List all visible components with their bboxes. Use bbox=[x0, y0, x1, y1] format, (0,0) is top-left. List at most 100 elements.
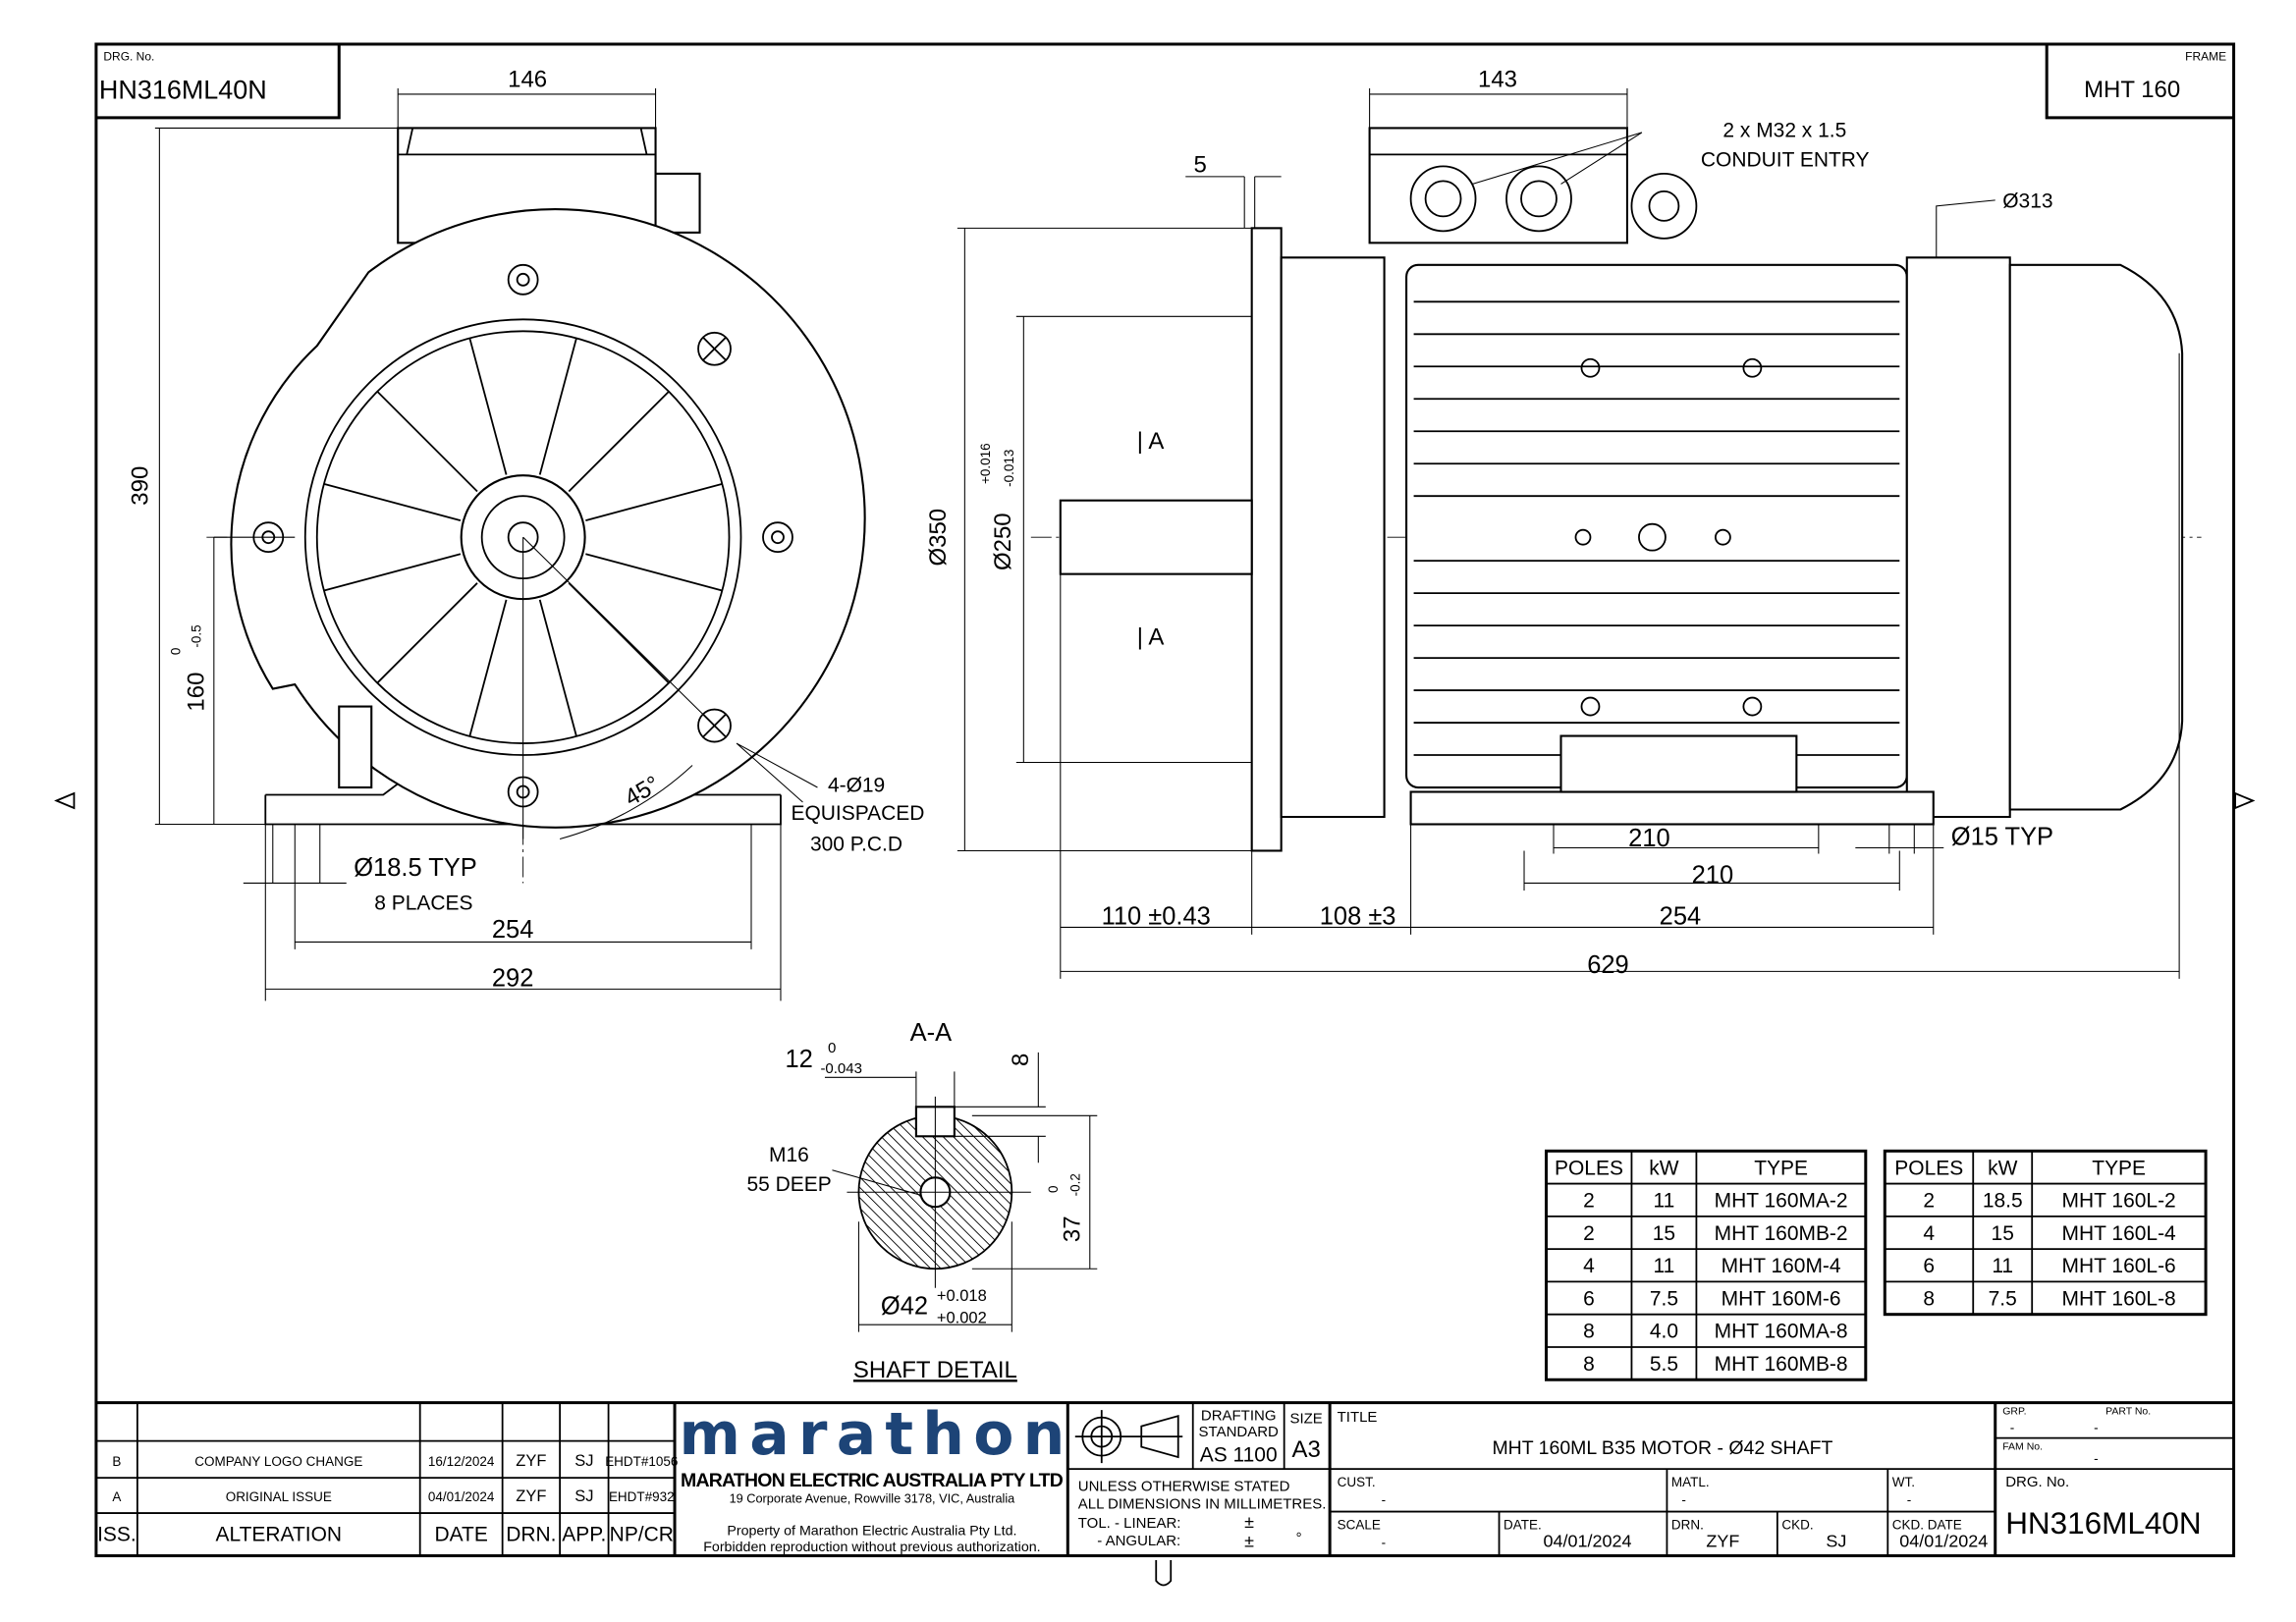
tol-linear: TOL. - LINEAR: bbox=[1078, 1515, 1181, 1532]
table-header: TYPE bbox=[2092, 1157, 2146, 1179]
table-cell: 6 bbox=[1583, 1287, 1595, 1310]
drn-value: ZYF bbox=[1706, 1532, 1739, 1551]
label-pcd: 300 P.C.D bbox=[810, 833, 902, 855]
table-cell: 4 bbox=[1583, 1255, 1595, 1277]
table-cell: 18.5 bbox=[1983, 1190, 2023, 1213]
side-view: 143 5 2 x M32 x 1.5 CONDUIT ENTRY Ø313 Ø… bbox=[925, 66, 2202, 979]
label-conduit-entry: CONDUIT ENTRY bbox=[1701, 148, 1870, 171]
revision-cell: EHDT#932 bbox=[609, 1489, 675, 1504]
revision-cell: COMPANY LOGO CHANGE bbox=[194, 1454, 362, 1469]
fam-label: FAM No. bbox=[2002, 1442, 2043, 1453]
fam-value: - bbox=[2094, 1451, 2099, 1466]
company-logo: marathon bbox=[680, 1400, 1066, 1469]
table-cell: MHT 160MA-8 bbox=[1715, 1321, 1848, 1343]
table-cell: 8 bbox=[1583, 1353, 1595, 1376]
table-cell: 15 bbox=[1653, 1222, 1675, 1245]
note-2: ALL DIMENSIONS IN MILLIMETRES. bbox=[1078, 1496, 1327, 1513]
table-header: POLES bbox=[1555, 1157, 1623, 1179]
revision-cell: SJ bbox=[574, 1452, 593, 1470]
frame-value: MHT 160 bbox=[2084, 77, 2180, 103]
revision-header: NP/CR bbox=[610, 1524, 674, 1546]
table-cell: 2 bbox=[1583, 1222, 1595, 1245]
table-cell: MHT 160MB-8 bbox=[1715, 1353, 1848, 1376]
tol-angular: - ANGULAR: bbox=[1097, 1533, 1180, 1549]
matl-value: - bbox=[1681, 1492, 1686, 1507]
revision-cell: ORIGINAL ISSUE bbox=[226, 1489, 332, 1504]
fan-spoke bbox=[568, 582, 670, 684]
dim-foot-hole: Ø15 TYP bbox=[1951, 823, 2053, 850]
fan-spoke bbox=[568, 391, 670, 493]
tol-angular-deg: ° bbox=[1296, 1530, 1302, 1546]
table-cell: MHT 160L-4 bbox=[2062, 1222, 2176, 1245]
label-foot-holes-count: 8 PLACES bbox=[374, 892, 472, 914]
title-label: TITLE bbox=[1338, 1409, 1378, 1426]
scale-label: SCALE bbox=[1338, 1518, 1381, 1533]
dim-key-width: 12 bbox=[785, 1046, 812, 1073]
dim-foot-holes: Ø18.5 TYP bbox=[354, 854, 477, 882]
dim-key-tol-lower: -0.043 bbox=[820, 1060, 862, 1077]
revision-cell: SJ bbox=[574, 1487, 593, 1505]
date-value: 04/01/2024 bbox=[1544, 1532, 1632, 1551]
tol-angular-pm: ± bbox=[1244, 1532, 1254, 1551]
drafting-label-2: STANDARD bbox=[1199, 1424, 1279, 1440]
dim-flange-dia: Ø313 bbox=[2002, 189, 2052, 212]
projection-symbol-icon bbox=[1074, 1410, 1183, 1464]
table-cell: 6 bbox=[1923, 1255, 1935, 1277]
label-thread-depth: 55 DEEP bbox=[746, 1173, 831, 1196]
label-equispaced: EQUISPACED bbox=[791, 802, 924, 825]
wt-value: - bbox=[1907, 1492, 1912, 1507]
drg-label: DRG. No. bbox=[103, 49, 154, 63]
ckd-date-value: 04/01/2024 bbox=[1899, 1532, 1988, 1551]
section-title: A-A bbox=[910, 1019, 952, 1047]
table-cell: MHT 160L-2 bbox=[2062, 1190, 2176, 1213]
revision-cell: B bbox=[112, 1454, 121, 1469]
section-mark-top: | A bbox=[1137, 428, 1165, 455]
grp-label: GRP. bbox=[2002, 1407, 2026, 1418]
table-header: kW bbox=[1988, 1157, 2017, 1179]
table-header: TYPE bbox=[1754, 1157, 1808, 1179]
table-header: kW bbox=[1649, 1157, 1678, 1179]
dim-foot-width: 292 bbox=[492, 964, 534, 992]
table-cell: MHT 160MB-2 bbox=[1715, 1222, 1848, 1245]
drg-number: HN316ML40N bbox=[99, 75, 267, 104]
table-cell: MHT 160M-6 bbox=[1722, 1287, 1841, 1310]
frame-label: FRAME bbox=[2185, 49, 2226, 63]
ckd-value: SJ bbox=[1826, 1532, 1846, 1551]
table-cell: 5.5 bbox=[1650, 1353, 1678, 1376]
dim-shaft-key: 37 bbox=[1059, 1216, 1085, 1242]
dim-flange-thickness: 5 bbox=[1194, 151, 1207, 178]
dim-shaft-key-tol-upper: 0 bbox=[1046, 1186, 1061, 1194]
drawing-title: MHT 160ML B35 MOTOR - Ø42 SHAFT bbox=[1492, 1437, 1832, 1459]
size-value: A3 bbox=[1291, 1436, 1320, 1463]
drg-no-value: HN316ML40N bbox=[2005, 1506, 2201, 1541]
scale-value: - bbox=[1382, 1536, 1387, 1550]
drawing-number-box: DRG. No. HN316ML40N bbox=[95, 43, 341, 120]
revision-cell: EHDT#1056 bbox=[605, 1454, 678, 1469]
drn-label: DRN. bbox=[1671, 1518, 1704, 1533]
dim-shaft-tol-upper: +0.018 bbox=[937, 1287, 987, 1305]
size-label: SIZE bbox=[1289, 1411, 1322, 1428]
dim-terminal-width: 146 bbox=[508, 66, 547, 92]
part-value: - bbox=[2094, 1421, 2099, 1435]
dim-shaft-tol-lower: +0.002 bbox=[937, 1310, 987, 1327]
revision-header: DATE bbox=[434, 1524, 487, 1546]
table_left bbox=[1545, 1149, 1868, 1381]
date-label: DATE. bbox=[1503, 1518, 1542, 1533]
revision-cell: ZYF bbox=[516, 1487, 546, 1505]
table_right bbox=[1883, 1149, 2208, 1317]
fan-spoke bbox=[468, 338, 508, 475]
fan-spoke bbox=[585, 482, 723, 521]
table-cell: MHT 160L-6 bbox=[2062, 1255, 2176, 1277]
revision-cell: 16/12/2024 bbox=[428, 1454, 495, 1469]
revision-cell: 04/01/2024 bbox=[428, 1489, 495, 1504]
table-cell: MHT 160M-4 bbox=[1722, 1255, 1841, 1277]
matl-label: MATL. bbox=[1671, 1475, 1710, 1489]
company-name: MARATHON ELECTRIC AUSTRALIA PTY LTD bbox=[681, 1470, 1064, 1491]
table-cell: MHT 160MA-2 bbox=[1715, 1190, 1848, 1213]
fan-spoke bbox=[468, 599, 508, 737]
label-conduit: 2 x M32 x 1.5 bbox=[1722, 119, 1846, 141]
table-cell: 4.0 bbox=[1650, 1321, 1678, 1343]
